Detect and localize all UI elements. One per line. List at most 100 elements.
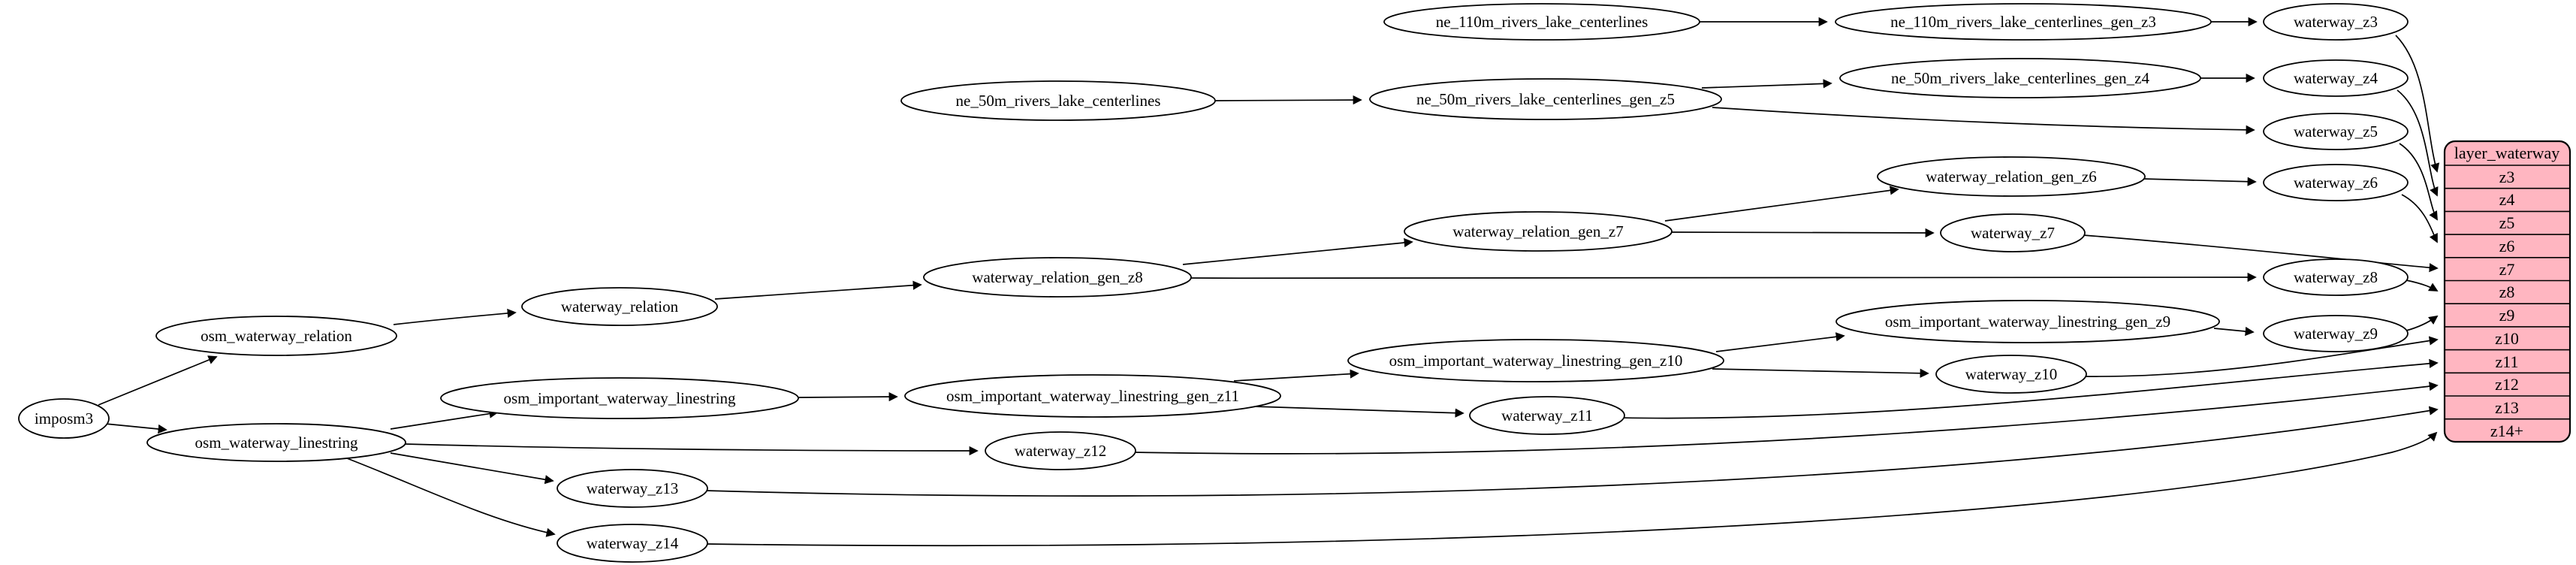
edge-osm_waterway_relation-to-waterway_relation (393, 308, 517, 325)
node-ne_110m_rivers_lake_centerlines-shape (1383, 3, 1700, 41)
layer-waterway-table-box (2443, 140, 2571, 443)
node-osm_important_waterway_linestring_gen_z9-label: osm_important_waterway_linestring_gen_z9 (1885, 313, 2170, 331)
edge-imposm3-to-osm_waterway_relation (98, 355, 218, 406)
node-ne_50m_rivers_lake_centerlines_gen_z4-shape (1839, 58, 2201, 98)
node-waterway_z5: waterway_z5 (2263, 113, 2409, 150)
edge-waterway_relation_gen_z8-to-waterway_z8 (1190, 272, 2257, 282)
node-ne_110m_rivers_lake_centerlines: ne_110m_rivers_lake_centerlines (1383, 3, 1700, 41)
node-waterway_relation_gen_z7: waterway_relation_gen_z7 (1404, 211, 1673, 252)
node-ne_110m_rivers_lake_centerlines_gen_z3-label: ne_110m_rivers_lake_centerlines_gen_z3 (1890, 13, 2156, 31)
table-row-z4: z4 (2499, 190, 2515, 209)
node-waterway_z10: waterway_z10 (1935, 355, 2087, 394)
node-waterway_z14: waterway_z14 (557, 524, 708, 563)
node-waterway_z4-shape (2263, 59, 2409, 97)
node-osm_important_waterway_linestring_gen_z9-shape (1835, 300, 2220, 343)
node-waterway_relation-shape (521, 287, 718, 326)
edges (98, 17, 2440, 547)
edge-waterway_z8-to-row-z8 (2406, 279, 2439, 292)
table-row-z9: z9 (2499, 306, 2515, 325)
node-waterway_z8: waterway_z8 (2263, 258, 2409, 296)
node-osm_important_waterway_linestring-shape (440, 377, 799, 419)
edge-osm_waterway_linestring-to-waterway_z13 (390, 452, 554, 485)
edge-gen_z11-to-waterway_z11 (1253, 406, 1464, 418)
edge-gen_z11-to-gen_z10 (1233, 369, 1359, 382)
edge-gen_z9-to-waterway_z9 (2213, 326, 2255, 337)
node-imposm3: imposm3 (18, 398, 110, 439)
edge-waterway_relation_gen_z7-to-waterway_relation_gen_z6 (1664, 186, 1899, 222)
node-osm_important_waterway_linestring_gen_z11-shape (904, 374, 1281, 418)
node-waterway_relation: waterway_relation (521, 287, 718, 326)
edge-waterway_z5-to-row-z5 (2399, 143, 2438, 221)
node-waterway_z12: waterway_z12 (985, 431, 1136, 470)
node-waterway_relation_gen_z6: waterway_relation_gen_z6 (1877, 156, 2146, 197)
node-waterway_z13: waterway_z13 (557, 469, 708, 508)
node-ne_110m_rivers_lake_centerlines-label: ne_110m_rivers_lake_centerlines (1436, 13, 1648, 31)
node-waterway_z5-label: waterway_z5 (2294, 122, 2378, 140)
edge-gen_z10-to-waterway_z10 (1712, 368, 1929, 378)
edge-waterway_relation-to-waterway_relation_gen_z8 (714, 280, 922, 300)
node-waterway_z3-label: waterway_z3 (2294, 13, 2378, 31)
node-waterway_z4: waterway_z4 (2263, 59, 2409, 97)
node-ne_50m_rivers_lake_centerlines-label: ne_50m_rivers_lake_centerlines (956, 92, 1161, 110)
node-waterway_z7: waterway_z7 (1940, 213, 2086, 252)
layer-waterway-table: layer_waterway z3 z4 z5 z6 z7 z8 z9 z10 … (2443, 140, 2571, 443)
node-waterway_z3-shape (2263, 3, 2409, 41)
layer-waterway-table-title: layer_waterway (2454, 144, 2559, 162)
table-row-z5: z5 (2499, 213, 2515, 232)
node-ne_50m_rivers_lake_centerlines_gen_z4: ne_50m_rivers_lake_centerlines_gen_z4 (1839, 58, 2201, 98)
node-waterway_z9-shape (2263, 315, 2409, 352)
node-osm_important_waterway_linestring_gen_z10: osm_important_waterway_linestring_gen_z1… (1347, 339, 1724, 382)
table-row-z12: z12 (2495, 375, 2519, 394)
edge-waterway_z13-to-row-z13 (705, 406, 2439, 497)
node-waterway_z6: waterway_z6 (2263, 164, 2409, 201)
node-waterway_relation_gen_z6-shape (1877, 156, 2146, 197)
node-waterway_z6-shape (2263, 164, 2409, 201)
node-waterway_z11-shape (1469, 396, 1625, 435)
node-waterway_z5-shape (2263, 113, 2409, 150)
node-ne_50m_rivers_lake_centerlines_gen_z5-shape (1369, 78, 1722, 120)
edge-waterway_relation_gen_z8-to-waterway_relation_gen_z7 (1182, 237, 1413, 265)
edge-waterway_z11-to-row-z11 (1619, 358, 2439, 419)
node-osm_important_waterway_linestring_gen_z10-shape (1347, 339, 1724, 382)
table-row-z7: z7 (2499, 260, 2515, 279)
edge-waterway_z3-to-row-z3 (2395, 35, 2440, 173)
edge-waterway_z6-to-row-z6 (2401, 194, 2438, 243)
node-waterway_z10-shape (1935, 355, 2087, 394)
edge-osm_waterway_linestring-to-osm_important_waterway_linestring (390, 409, 499, 430)
table-row-z8: z8 (2499, 282, 2515, 301)
table-row-z10: z10 (2495, 329, 2519, 348)
node-waterway_z13-label: waterway_z13 (587, 479, 678, 497)
node-osm_important_waterway_linestring_gen_z11-label: osm_important_waterway_linestring_gen_z1… (946, 387, 1239, 405)
node-waterway_z11-label: waterway_z11 (1501, 406, 1593, 425)
node-osm_important_waterway_linestring_gen_z10-label: osm_important_waterway_linestring_gen_z1… (1389, 352, 1683, 370)
edge-waterway_relation_gen_z6-to-waterway_z6 (2142, 177, 2257, 186)
node-ne_110m_rivers_lake_centerlines_gen_z3: ne_110m_rivers_lake_centerlines_gen_z3 (1835, 3, 2212, 41)
node-osm_waterway_linestring-shape (146, 423, 406, 462)
node-osm_important_waterway_linestring-label: osm_important_waterway_linestring (503, 389, 736, 407)
edge-imposm3-to-osm_waterway_linestring (104, 423, 167, 434)
edge-ne_50m-to-ne_50m_gen_z5 (1214, 95, 1362, 105)
node-imposm3-shape (18, 398, 110, 439)
node-waterway_z9-label: waterway_z9 (2294, 325, 2378, 343)
node-waterway_z14-label: waterway_z14 (587, 534, 679, 552)
node-waterway_relation_gen_z8: waterway_relation_gen_z8 (923, 257, 1192, 298)
table-row-z3: z3 (2499, 168, 2515, 186)
nodes: imposm3 osm_waterway_relation osm_waterw… (18, 3, 2409, 563)
node-waterway_z9: waterway_z9 (2263, 315, 2409, 352)
table-row-z11: z11 (2496, 352, 2519, 371)
node-osm_waterway_relation-label: osm_waterway_relation (201, 327, 352, 345)
node-osm_waterway_relation: osm_waterway_relation (155, 316, 397, 356)
node-waterway_z3: waterway_z3 (2263, 3, 2409, 41)
node-ne_50m_rivers_lake_centerlines-shape (900, 80, 1216, 121)
edge-waterway_z12-to-row-z12 (1133, 382, 2439, 455)
edge-waterway_z4-to-row-z4 (2397, 89, 2439, 197)
node-waterway_relation_gen_z7-label: waterway_relation_gen_z7 (1452, 222, 1623, 240)
edge-waterway_z14-to-row-z14 (705, 431, 2438, 547)
node-ne_50m_rivers_lake_centerlines_gen_z5: ne_50m_rivers_lake_centerlines_gen_z5 (1369, 78, 1722, 120)
table-row-z13: z13 (2495, 398, 2519, 417)
node-osm_important_waterway_linestring: osm_important_waterway_linestring (440, 377, 799, 419)
edge-waterway_z7-to-row-z7 (2083, 234, 2439, 273)
table-row-z6: z6 (2499, 237, 2515, 255)
node-imposm3-label: imposm3 (35, 409, 93, 428)
